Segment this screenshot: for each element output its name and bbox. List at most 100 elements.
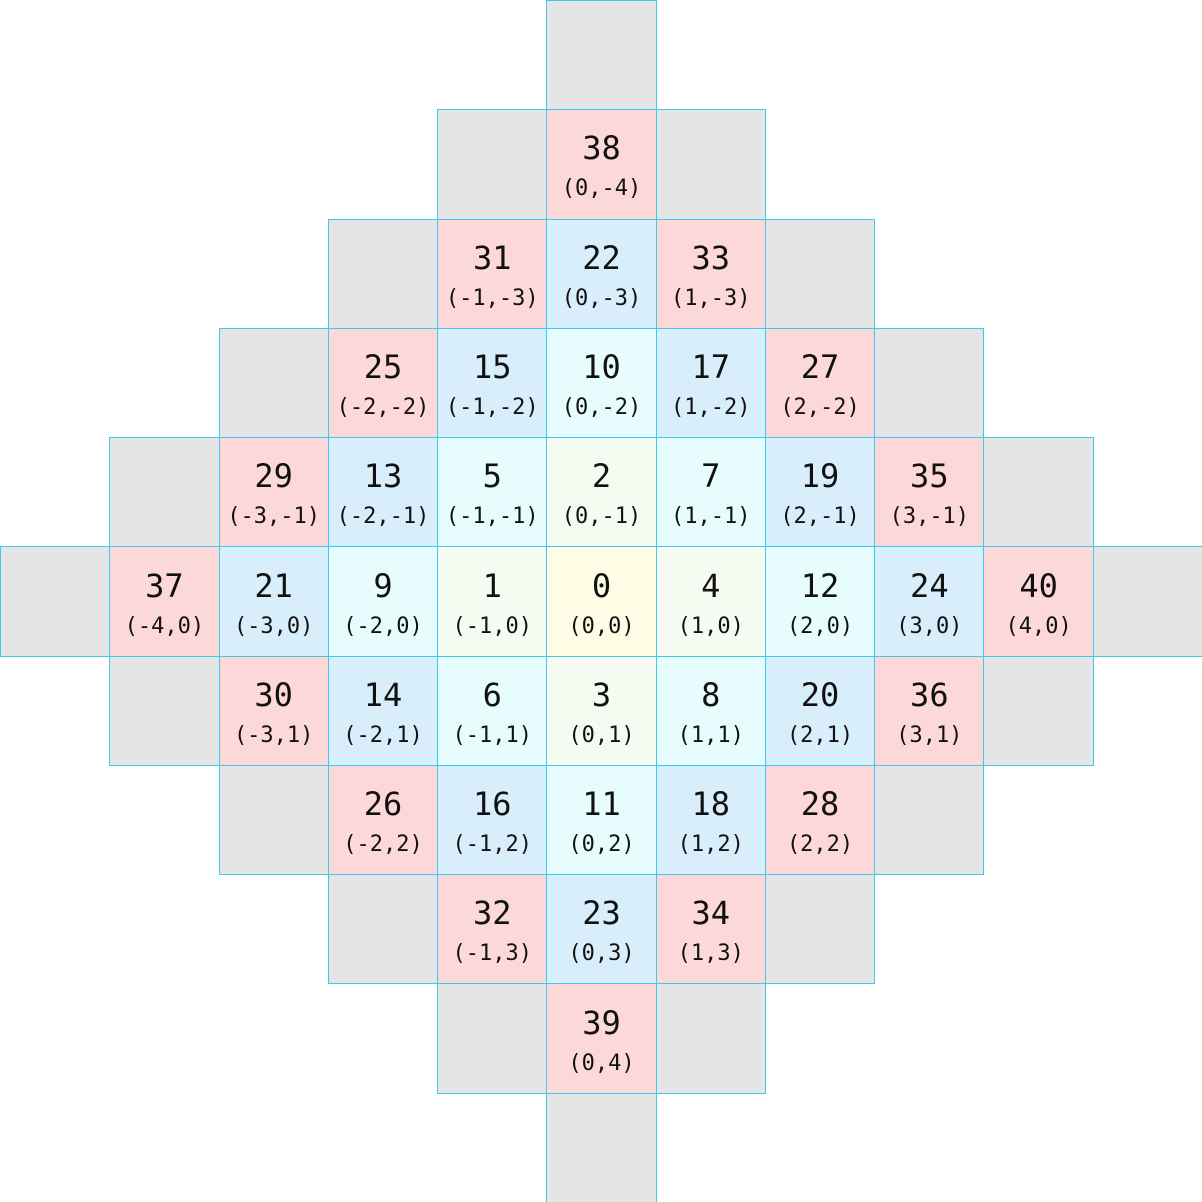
cell-index: 2 <box>591 457 612 496</box>
cell-coordinate: (-3,-1) <box>227 504 321 530</box>
cell-coordinate: (-2,-1) <box>336 504 430 530</box>
cell-coordinate: (0,-3) <box>561 285 642 311</box>
cell-coordinate: (2,1) <box>786 722 854 748</box>
boundary-cell <box>437 109 548 220</box>
cell-coordinate: (2,0) <box>786 613 854 639</box>
cell-index: 25 <box>363 347 403 386</box>
grid-cell: 9 (-2,0) <box>327 546 439 657</box>
cell-coordinate: (-1,-2) <box>445 394 539 420</box>
cell-coordinate: (-2,1) <box>343 722 423 748</box>
cell-index: 21 <box>254 566 293 605</box>
boundary-cell <box>983 655 1094 766</box>
boundary-cell <box>764 218 876 329</box>
grid-cell: 26(-2,2) <box>327 764 439 876</box>
cell-index: 8 <box>701 675 721 714</box>
cell-coordinate: (-4,0) <box>124 613 205 639</box>
cell-index: 23 <box>582 894 621 933</box>
cell-coordinate: (2,2) <box>786 832 854 858</box>
cell-coordinate: (3,0) <box>896 613 963 639</box>
grid-cell: 24 (3,0) <box>874 546 985 657</box>
cell-coordinate: (0,0) <box>568 613 635 639</box>
cell-index: 15 <box>472 347 512 386</box>
grid-cell: 7(1,-1) <box>655 437 766 548</box>
cell-coordinate: (0,-2) <box>561 394 642 420</box>
grid-cell: 17(1,-2) <box>655 327 766 439</box>
cell-coordinate: (1,0) <box>677 613 744 639</box>
cell-index: 24 <box>910 566 949 605</box>
boundary-cell <box>546 0 657 111</box>
cell-coordinate: (-2,-2) <box>336 394 430 420</box>
grid-cell: 29 (-3,-1) <box>218 437 329 548</box>
grid-cell: 37 (-4,0) <box>109 546 220 657</box>
grid-cell: 10 (0,-2) <box>546 327 657 439</box>
grid-cell: 38(0,-4) <box>546 109 657 220</box>
cell-index: 39 <box>582 1003 621 1042</box>
cell-index: 16 <box>472 785 512 824</box>
grid-cell: 8 (1,1) <box>655 655 766 766</box>
cell-index: 12 <box>800 566 840 605</box>
cell-index: 37 <box>145 566 184 605</box>
cell-index: 17 <box>691 347 731 386</box>
grid-cell: 36(3,1) <box>874 655 985 766</box>
boundary-cell <box>437 983 548 1094</box>
grid-cell: 5 (-1,-1) <box>437 437 548 548</box>
grid-cell: 28 (2,2) <box>764 764 876 876</box>
cell-coordinate: (2,-1) <box>780 504 860 530</box>
cell-index: 33 <box>691 238 731 277</box>
boundary-cell <box>109 437 220 548</box>
cell-coordinate: (1,-3) <box>671 285 751 311</box>
grid-cell: 27(2,-2) <box>764 327 876 439</box>
cell-coordinate: (-1,2) <box>452 832 532 858</box>
cell-index: 9 <box>373 566 393 605</box>
boundary-cell <box>218 327 329 439</box>
cell-coordinate: (0,1) <box>568 722 635 748</box>
boundary-cell <box>327 218 439 329</box>
boundary-cell <box>874 764 985 876</box>
cell-index: 30 <box>254 675 293 714</box>
cell-coordinate: (3,-1) <box>889 504 970 530</box>
cell-coordinate: (0,4) <box>568 1050 635 1076</box>
boundary-cell <box>655 109 766 220</box>
cell-index: 38 <box>582 129 621 168</box>
grid-cell: 19 (2,-1) <box>764 437 876 548</box>
cell-coordinate: (-3,0) <box>233 613 314 639</box>
grid-cell: 23 (0,3) <box>546 874 657 985</box>
cell-coordinate: (0,3) <box>568 941 635 967</box>
cell-index: 18 <box>691 785 731 824</box>
cell-coordinate: (-1,-1) <box>445 504 539 530</box>
cell-index: 6 <box>482 675 502 714</box>
boundary-cell <box>327 874 439 985</box>
cell-index: 4 <box>701 566 721 605</box>
cell-index: 19 <box>800 457 840 496</box>
grid-cell: 35(3,-1) <box>874 437 985 548</box>
boundary-cell <box>764 874 876 985</box>
cell-coordinate: (1,-1) <box>671 504 751 530</box>
cell-index: 40 <box>1019 566 1058 605</box>
cell-index: 5 <box>482 457 502 496</box>
cell-coordinate: (4,0) <box>1005 613 1072 639</box>
cell-index: 31 <box>472 238 512 277</box>
cell-index: 10 <box>582 347 621 386</box>
cell-coordinate: (1,1) <box>677 722 744 748</box>
boundary-cell <box>0 546 111 657</box>
grid-cell: 40 (4,0) <box>983 546 1094 657</box>
boundary-cell <box>1092 546 1202 657</box>
grid-cell: 32(-1,3) <box>437 874 548 985</box>
grid-cell: 30(-3,1) <box>218 655 329 766</box>
cell-index: 28 <box>800 785 840 824</box>
cell-index: 3 <box>591 675 612 714</box>
cell-index: 29 <box>254 457 293 496</box>
cell-index: 0 <box>591 566 612 605</box>
grid-cell: 21 (-3,0) <box>218 546 329 657</box>
grid-cell: 12 (2,0) <box>764 546 876 657</box>
cell-coordinate: (-1,1) <box>452 722 532 748</box>
cell-coordinate: (1,2) <box>677 832 744 858</box>
cell-coordinate: (-2,0) <box>343 613 423 639</box>
grid-cell: 31(-1,-3) <box>437 218 548 329</box>
grid-cell: 15 (-1,-2) <box>437 327 548 439</box>
grid-cell: 20(2,1) <box>764 655 876 766</box>
cell-index: 1 <box>482 566 502 605</box>
grid-cell: 2(0,-1) <box>546 437 657 548</box>
grid-cell: 18 (1,2) <box>655 764 766 876</box>
